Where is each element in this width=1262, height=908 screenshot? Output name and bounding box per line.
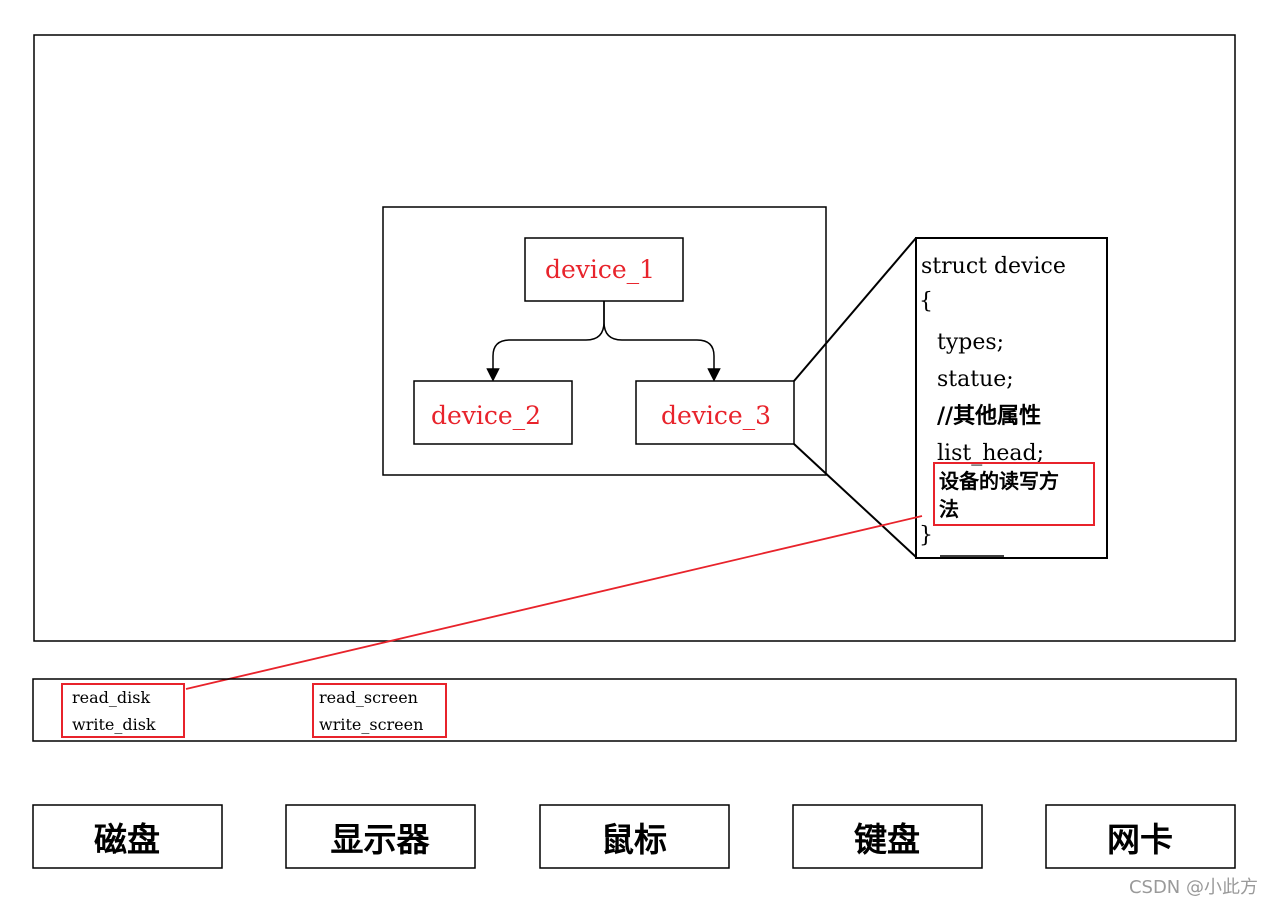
watermark: CSDN @小此方 [1129,877,1258,898]
struct-line-types: types; [937,330,1004,355]
struct-line-list-head: list_head; [937,441,1044,466]
device-3-box [635,380,795,445]
hardware-label-display: 显示器 [331,820,431,859]
hardware-label-network-card: 网卡 [1107,820,1173,859]
screen-write-method: write_screen [319,715,423,734]
struct-line-declaration: struct device [921,254,1066,279]
device-2-box [413,380,573,445]
device-1-label: device_1 [545,255,655,284]
hardware-label-keyboard: 键盘 [854,820,920,859]
screen-read-method: read_screen [319,688,418,707]
struct-device-panel [915,237,1108,559]
driver-layer [32,678,1237,742]
disk-methods-box [61,683,185,738]
struct-line-close-brace: } [919,523,933,548]
hardware-box-display [285,804,476,869]
disk-write-method: write_disk [72,715,156,734]
device-3-label: device_3 [661,401,771,430]
tree-connector-device-3 [603,301,721,382]
struct-line-comment: //其他属性 [937,403,1041,429]
tree-connector-device-2 [486,301,605,382]
device-methods-text-line2: 法 [939,497,959,521]
hardware-label-disk: 磁盘 [94,820,160,859]
device-1-box [524,237,684,302]
struct-line-open-brace: { [919,289,933,314]
struct-line-statue: statue; [937,367,1014,392]
screen-methods-box [312,683,447,738]
hardware-box-network-card [1045,804,1236,869]
zoom-line-top [793,237,917,382]
hardware-box-disk [32,804,223,869]
zoom-line-bottom [793,443,917,558]
device-methods-text-line1: 设备的读写方 [939,469,1059,493]
kernel-area [33,34,1236,642]
methods-pointer-line [185,515,923,690]
disk-read-method: read_disk [72,688,150,707]
device-2-label: device_2 [431,401,541,430]
device-tree-container [382,206,827,476]
hardware-box-keyboard [792,804,983,869]
hardware-box-mouse [539,804,730,869]
device-methods-highlight [933,462,1095,526]
hardware-label-mouse: 鼠标 [601,820,667,859]
